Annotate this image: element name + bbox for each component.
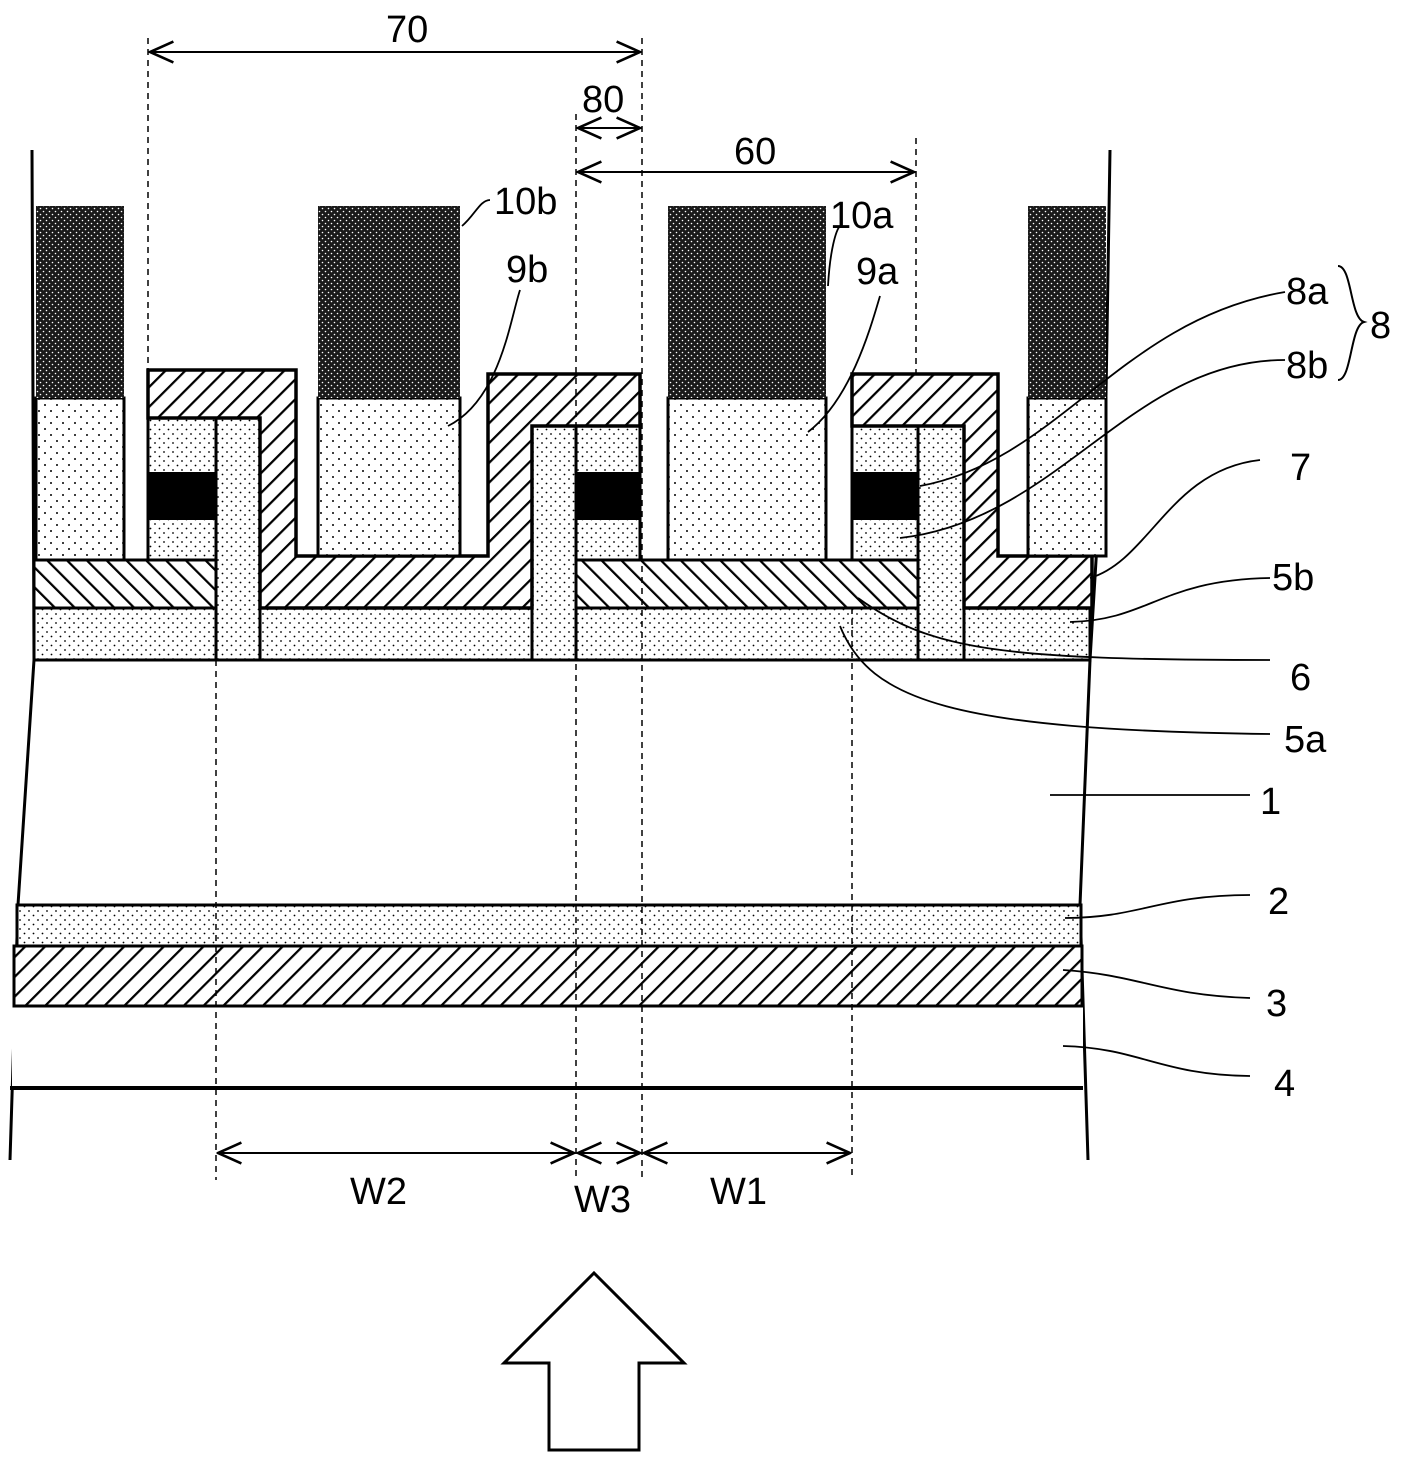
layer-2 — [17, 905, 1081, 946]
label-1: 1 — [1260, 781, 1281, 823]
layer-5b-left — [34, 608, 216, 660]
layer-3 — [14, 946, 1082, 1006]
label-8b: 8b — [1286, 345, 1328, 387]
block-9b — [318, 398, 460, 556]
label-2: 2 — [1268, 881, 1289, 923]
label-9a: 9a — [856, 251, 899, 293]
block-10-right — [1028, 206, 1106, 398]
label-5a: 5a — [1284, 719, 1327, 761]
label-70: 70 — [386, 9, 428, 51]
region-6-right-stem — [918, 426, 964, 660]
layer-7-left — [34, 560, 216, 608]
label-4: 4 — [1274, 1063, 1295, 1105]
label-w3: W3 — [574, 1179, 631, 1221]
block-10a — [668, 206, 826, 398]
label-w2: W2 — [350, 1171, 407, 1213]
label-8a: 8a — [1286, 271, 1329, 313]
label-10a: 10a — [830, 195, 894, 237]
incident-light-arrow — [504, 1273, 684, 1450]
label-5b: 5b — [1272, 557, 1314, 599]
block-10-left — [36, 206, 124, 398]
label-7: 7 — [1290, 447, 1311, 489]
layer-7-mid — [576, 560, 918, 608]
label-9b: 9b — [506, 249, 548, 291]
block-9a — [668, 398, 826, 560]
layer-4 — [12, 1006, 1083, 1088]
block-10b — [318, 206, 460, 398]
bottom-layers — [10, 905, 1083, 1088]
label-80: 80 — [582, 79, 624, 121]
label-w1: W1 — [710, 1171, 767, 1213]
region-6-left — [216, 608, 576, 660]
block-9-left — [36, 398, 124, 560]
label-6: 6 — [1290, 657, 1311, 699]
region-6-left-stem — [216, 418, 260, 660]
label-60: 60 — [734, 131, 776, 173]
label-3: 3 — [1266, 983, 1287, 1025]
label-8: 8 — [1370, 305, 1391, 347]
block-9-right — [1028, 398, 1106, 556]
region-6-mid-stem — [532, 426, 576, 660]
brace-8 — [1338, 266, 1364, 380]
label-10b: 10b — [494, 181, 557, 223]
layer-5a — [576, 608, 918, 660]
